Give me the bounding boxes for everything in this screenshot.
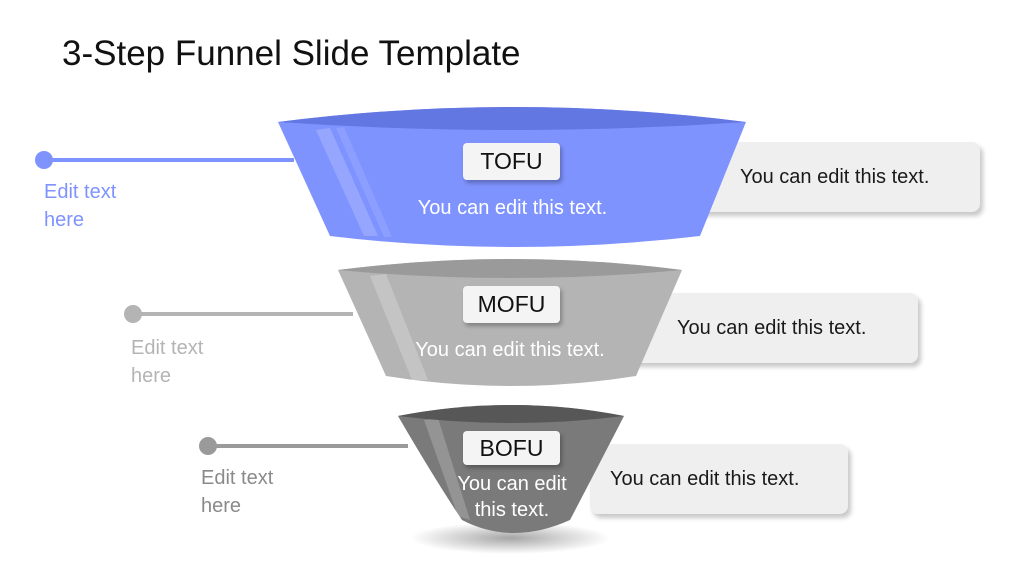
bofu-top-rim [398, 405, 624, 423]
bofu-connector-line [208, 444, 408, 448]
mofu-edit-label-line2: here [131, 365, 172, 387]
bofu-inner-text-line1: You can edit [457, 473, 567, 495]
tofu-top-rim [278, 107, 746, 130]
mofu-side-card[interactable]: You can edit this text. [630, 293, 918, 363]
bofu-edit-label[interactable]: Edit text here [201, 464, 311, 520]
bofu-side-card[interactable]: You can edit this text. [590, 444, 848, 514]
tofu-side-card-text: You can edit this text. [740, 165, 930, 188]
mofu-tag-label: MOFU [477, 291, 546, 317]
mofu-side-card-text: You can edit this text. [677, 316, 867, 339]
tofu-tag-label: TOFU [480, 148, 543, 174]
bofu-body [398, 405, 624, 533]
bofu-edit-label-line1: Edit text [201, 467, 274, 489]
tofu-highlight [316, 128, 378, 236]
bofu-stage[interactable] [398, 405, 624, 533]
mofu-connector-line [133, 312, 353, 316]
mofu-edit-label[interactable]: Edit text here [131, 334, 241, 390]
funnel-base-shadow [410, 522, 610, 554]
tofu-inner-text[interactable]: You can edit this text. [417, 197, 608, 219]
mofu-highlight [370, 274, 428, 380]
tofu-connector-line [44, 158, 294, 162]
tofu-edit-label[interactable]: Edit text here [44, 178, 154, 234]
bofu-tag[interactable]: BOFU [463, 431, 560, 465]
mofu-edit-label-line1: Edit text [131, 337, 204, 359]
slide-title[interactable]: 3-Step Funnel Slide Template [62, 34, 521, 73]
bofu-side-card-text: You can edit this text. [610, 467, 800, 490]
bofu-inner-text[interactable]: You can edit this text. [440, 471, 584, 523]
mofu-top-rim [338, 259, 682, 278]
mofu-inner-text[interactable]: You can edit this text. [415, 339, 605, 361]
bofu-inner-text-line2: this text. [474, 499, 550, 521]
tofu-edit-label-line1: Edit text [44, 181, 117, 203]
tofu-highlight-2 [336, 127, 392, 237]
tofu-side-card[interactable]: You can edit this text. [690, 142, 980, 212]
bofu-connector-dot [199, 437, 217, 455]
bofu-highlight [424, 418, 470, 520]
bofu-tag-label: BOFU [479, 434, 544, 461]
mofu-connector-dot [124, 305, 142, 323]
bofu-edit-label-line2: here [201, 495, 242, 517]
tofu-edit-label-line2: here [44, 209, 85, 231]
tofu-connector-dot [35, 151, 53, 169]
mofu-tag[interactable]: MOFU [463, 286, 560, 323]
tofu-tag[interactable]: TOFU [463, 143, 560, 180]
